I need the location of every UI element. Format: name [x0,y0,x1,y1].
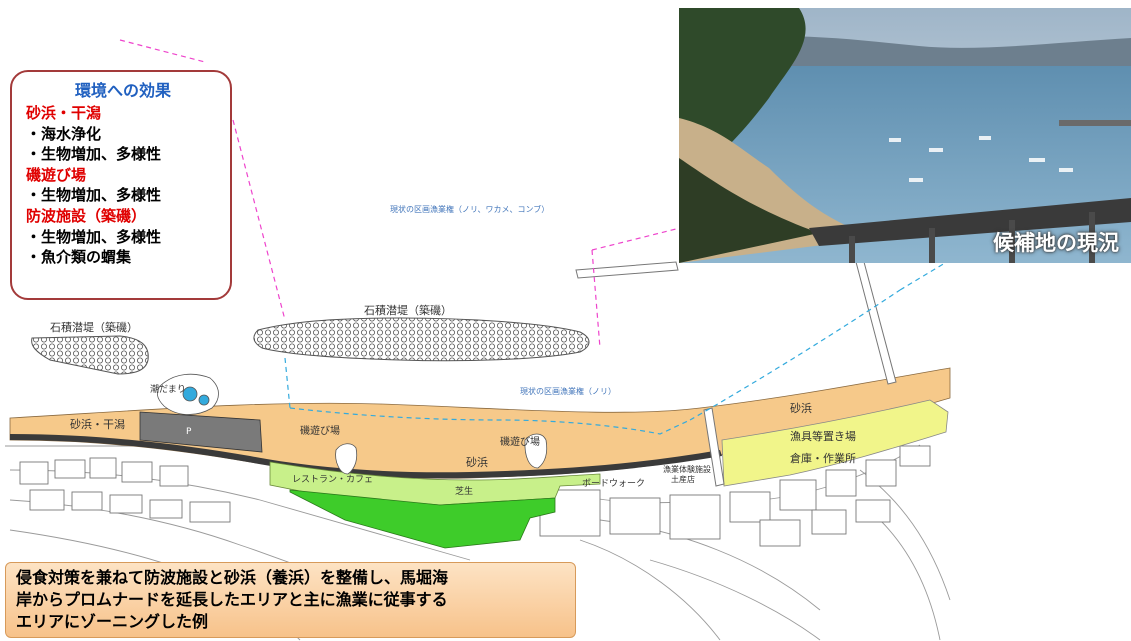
building-blocks [19,445,931,547]
rock-play-label-1: 磯遊び場 [300,424,340,437]
promenade-strip [10,434,722,479]
effect-item: ・海水浄化 [26,124,102,143]
shop-label: 土産店 [671,474,695,484]
fishing-rights-boundary-magenta [119,39,681,349]
fishing-rights-top-label: 現状の区画漁業権（ノリ、ワカメ、コンブ） [390,204,549,214]
coast-photo-illustration [679,8,1131,263]
parking-area [139,411,263,453]
effect-category: 磯遊び場 [26,165,87,184]
effect-category: 砂浜・干潟 [26,104,102,122]
fishing-rights-mid-label: 現状の区画漁業権（ノリ） [520,386,616,396]
example-description-note: 侵食対策を兼ねて防波施設と砂浜（養浜）を整備し、馬堀海 岸からプロムナードを延長… [5,562,576,638]
sand-tideflat-label: 砂浜・干潟 [70,418,125,431]
breakwater-center-label: 石積潜堤（築磯） [364,303,452,317]
restaurant-label: レストラン・カフェ [292,474,373,485]
rock-play-label-2: 磯遊び場 [500,435,540,448]
fishing-area [721,399,949,487]
lawn-dark [289,489,556,549]
fishing-rights-boundary-cyan [284,262,946,435]
fish-facility-label: 漁業体験施設 [663,464,711,474]
note-line-3: エリアにゾーニングした例 [16,612,209,631]
environmental-effects-box: 環境への効果 砂浜・干潟・海水浄化・生物増加、多様性磯遊び場・生物増加、多様性防… [10,70,232,300]
breakwater-center [253,317,590,362]
beach-right-label: 砂浜 [790,402,812,415]
breakwater-left-label: 石積潜堤（築磯） [50,320,138,334]
effect-item: ・生物増加、多様性 [26,227,162,246]
boardwalk-label: ボードウォーク [582,478,645,489]
breakwater-left [31,335,149,375]
effects-title: 環境への効果 [74,81,171,100]
effect-item: ・魚介類の蝟集 [26,248,132,267]
parking-label: P [186,427,192,437]
warehouse-label: 倉庫・作業所 [790,451,856,465]
effects-list: 砂浜・干潟・海水浄化・生物増加、多様性磯遊び場・生物増加、多様性防波施設（築磯）… [26,103,220,268]
tidepool-label: 潮だまり [150,383,186,395]
lawn-light [269,461,601,506]
candidate-site-photo: 候補地の現況 [679,8,1131,263]
effect-item: ・生物増加、多様性 [26,145,162,164]
tidepool-rocks [156,373,548,475]
effect-item: ・生物増加、多様性 [26,186,162,205]
effect-category: 防波施設（築磯） [26,206,147,225]
note-line-2: 岸からプロムナードを延長したエリアと主に漁業に従事する [16,590,448,609]
beach-center-label: 砂浜 [466,456,488,469]
lawn-label: 芝生 [455,485,473,497]
fishing-prep-label: 漁具等置き場 [790,429,856,443]
photo-caption: 候補地の現況 [993,231,1119,255]
note-line-1: 侵食対策を兼ねて防波施設と砂浜（養浜）を整備し、馬堀海 [16,568,449,587]
